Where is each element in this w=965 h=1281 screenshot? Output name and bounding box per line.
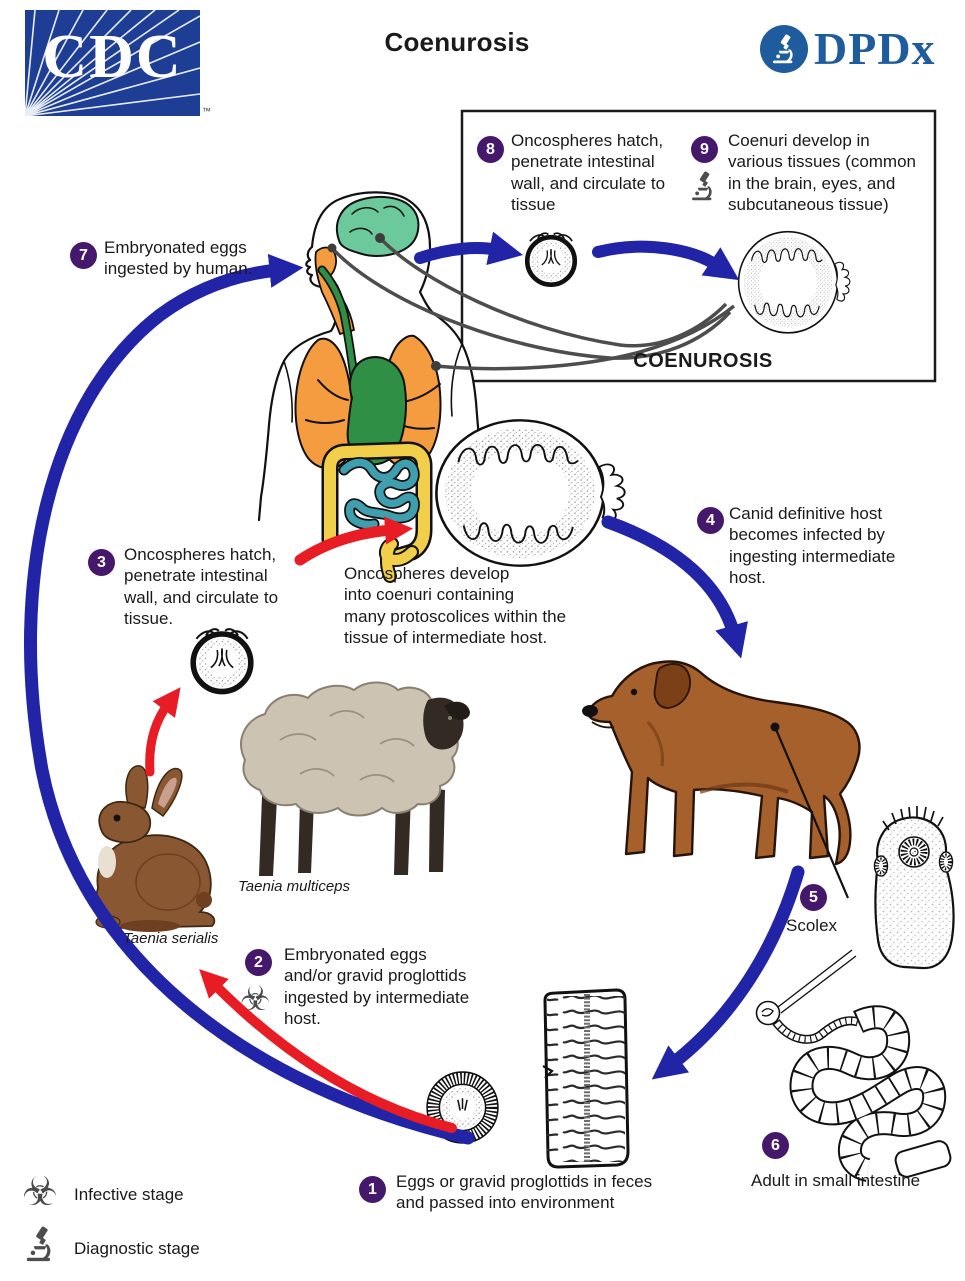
center-note: Oncospheres develop into coenuri contain…: [344, 564, 567, 647]
arrow-eggs-to-human: [24, 253, 475, 1145]
cdc-trademark: ™: [202, 106, 211, 116]
coenurus-illustration-center: [435, 419, 627, 568]
step-1-badge: 1: [359, 1176, 386, 1203]
dpdx-logo: DPDx: [760, 22, 936, 75]
sheep-illustration: [240, 681, 470, 876]
small-intestine: [340, 458, 419, 529]
step-5-text: Scolex: [786, 916, 838, 935]
adult-worm-illustration: [755, 1000, 952, 1182]
step-4-text: Canid definitive host becomes infected b…: [729, 504, 896, 587]
tissue-leader-lines: [327, 233, 736, 371]
cdc-logo: CDC: [25, 10, 200, 116]
step-2-text: Embryonated eggs and/or gravid proglotti…: [284, 945, 470, 1028]
arrow-coenurus-to-dog: [601, 515, 748, 659]
cdc-logo-rays: [25, 10, 200, 116]
brain: [335, 195, 420, 257]
arrow-oncosphere-to-coenurus-center: [294, 516, 413, 566]
step-7-badge: 7: [70, 242, 97, 269]
microscope-icon: [688, 171, 718, 206]
dpdx-logo-text: DPDx: [814, 23, 936, 74]
microscope-icon: [22, 1226, 58, 1267]
oncosphere-illustration-step3: [193, 629, 251, 691]
step-9-badge: 9: [691, 136, 718, 163]
biohazard-icon: ☣: [22, 1169, 58, 1215]
step-9-text: Coenuri develop in various tissues (comm…: [728, 131, 917, 214]
step-4-badge: 4: [697, 507, 724, 534]
step-8-text: Oncospheres hatch, penetrate intestinal …: [511, 131, 666, 214]
scolex-illustration: [873, 806, 955, 970]
gravid-proglottid-illustration: [542, 988, 630, 1169]
arrow-oncosphere-to-coenurus: [592, 240, 740, 281]
legend-infective-label: Infective stage: [74, 1185, 184, 1204]
legend-diagnostic-label: Diagnostic stage: [74, 1239, 200, 1258]
lifecycle-arrows-red: [145, 516, 457, 1133]
dog-illustration: [582, 660, 861, 866]
cdc-logo-text: CDC: [42, 23, 183, 91]
arrow-eggs-to-intermediate-host: [199, 969, 457, 1133]
step-6-badge: 6: [762, 1132, 789, 1159]
large-intestine: [324, 444, 430, 564]
arrow-host-to-oncosphere: [145, 687, 181, 777]
human-figure-illustration: [257, 191, 488, 583]
arrow-dog-to-proglottid: [651, 865, 805, 1080]
step-6-text: Adult in small intestine: [751, 1171, 921, 1190]
step-5-badge: 5: [800, 884, 827, 911]
arrow-human-to-oncosphere: [414, 231, 524, 266]
inset-caption: COENUROSIS: [633, 350, 773, 372]
oncosphere-illustration-inset: [527, 233, 575, 284]
dpdx-microscope-icon: [760, 24, 808, 73]
step-3-badge: 3: [88, 549, 115, 576]
lungs-left: [294, 337, 354, 470]
step-7-text: Embryonated eggs ingested by human.: [104, 238, 253, 279]
step-3-text: Oncospheres hatch, penetrate intestinal …: [124, 545, 279, 628]
scolex-leader-lines: [770, 722, 857, 1014]
taenia-multiceps-label: Taenia multiceps: [238, 878, 351, 895]
taenia-serialis-label: Taenia serialis: [123, 930, 219, 947]
rabbit-illustration: [95, 765, 216, 932]
lifecycle-arrows-blue: [24, 231, 805, 1145]
step-1-text: Eggs or gravid proglottids in feces and …: [396, 1172, 653, 1213]
step-8-badge: 8: [477, 136, 504, 163]
page-title: Coenurosis: [384, 27, 530, 57]
biohazard-icon: ☣: [240, 979, 271, 1019]
step-2-badge: 2: [245, 949, 272, 976]
